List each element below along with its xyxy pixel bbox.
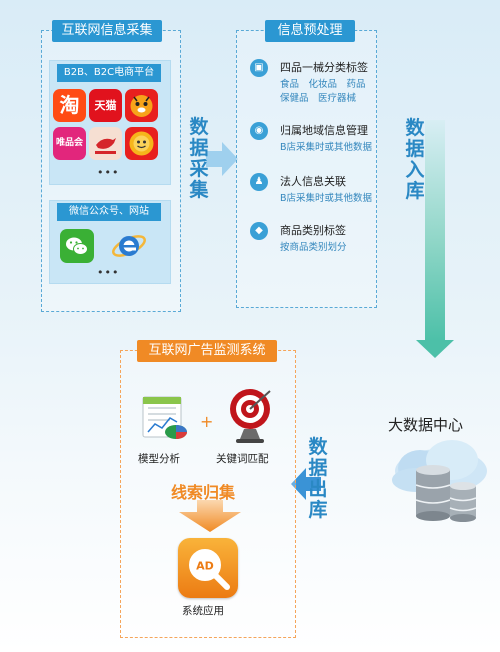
sun-app-icon [125, 127, 158, 160]
char: 据 [405, 138, 425, 160]
wechat-bubbles-icon [66, 237, 88, 255]
system-application-label: 系统应用 [182, 605, 224, 617]
item-sub: 食品 化妆品 药品 [280, 79, 366, 90]
item-title: 法人信息关联 [280, 175, 346, 188]
char: 数 [405, 117, 425, 139]
tag-bag-icon: ▣ [250, 59, 268, 77]
datacenter-label: 大数据中心 [388, 416, 464, 434]
ie-logo-icon [112, 235, 146, 257]
clue-collection-label: 线索归集 [171, 483, 236, 502]
data-collect-label: 数 据 采 集 [188, 117, 210, 201]
database-cylinder-large [415, 465, 451, 521]
tmall-icon: 天猫 [89, 89, 122, 122]
store-arrow-shaft [425, 120, 445, 342]
item-title: 商品类别标签 [280, 224, 346, 237]
item-sub: B店采集时或其他数据 [280, 142, 373, 153]
char: 库 [308, 499, 328, 521]
char: 据 [308, 457, 328, 479]
collect-arrow-icon [206, 142, 238, 176]
ecommerce-title: B2B、B2C电商平台 [57, 64, 161, 82]
ie-browser-icon [110, 227, 148, 265]
preprocess-item: ◉ 归属地域信息管理 B店采集时或其他数据 [250, 122, 375, 154]
tiger-app-icon [125, 89, 158, 122]
model-analysis-label: 模型分析 [138, 453, 180, 465]
vipshop-icon-label: 唯品会 [55, 138, 83, 148]
data-store-label: 数 据 入 库 [404, 118, 426, 202]
taobao-icon-label: 淘 [59, 93, 80, 117]
char: 集 [189, 179, 209, 201]
item-sub: 保健品 医疗器械 [280, 93, 357, 104]
tiger-face-icon [130, 95, 153, 117]
more-apps-dots: ••• [97, 166, 120, 179]
location-pin-icon: ◉ [250, 122, 268, 140]
preprocess-item: ♟ 法人信息关联 B店采集时或其他数据 [250, 173, 375, 205]
magnifier-icon: AD [189, 549, 230, 590]
taobao-icon: 淘 [53, 89, 86, 122]
item-title: 归属地域信息管理 [280, 124, 368, 137]
database-cylinder-small [449, 482, 477, 522]
bird-app-icon [89, 127, 122, 160]
target-keyword-icon [230, 389, 271, 443]
char: 据 [189, 137, 209, 159]
wechat-icon [60, 229, 94, 263]
char: 入 [405, 159, 425, 181]
preprocess-title: 信息预处理 [265, 20, 355, 42]
item-title: 四品一械分类标签 [280, 61, 368, 74]
item-sub: 按商品类别划分 [280, 242, 347, 253]
person-icon: ♟ [250, 173, 268, 191]
output-arrow-icon [291, 468, 321, 500]
store-arrow-icon [416, 340, 454, 358]
cloud-database-icon [392, 440, 487, 522]
bird-icon [95, 138, 116, 154]
char: 数 [308, 436, 328, 458]
more-sites-dots: ••• [97, 266, 120, 279]
ad-monitor-title: 互联网广告监测系统 [137, 340, 277, 362]
char: 采 [189, 158, 209, 180]
data-output-label: 数 据 出 库 [307, 437, 329, 521]
preprocess-item: ▣ 四品一械分类标签 食品 化妆品 药品 保健品 医疗器械 [250, 59, 375, 105]
sun-face-icon [129, 131, 154, 156]
info-collection-title: 互联网信息采集 [52, 20, 162, 42]
down-arrow-icon [179, 500, 241, 532]
ad-app-icon: AD [178, 538, 238, 598]
keyword-match-label: 关键词匹配 [216, 453, 269, 465]
item-sub: B店采集时或其他数据 [280, 193, 373, 204]
wechat-website-title: 微信公众号、网站 [57, 203, 161, 221]
tmall-icon-label: 天猫 [94, 99, 117, 112]
ad-text: AD [196, 560, 214, 573]
char: 出 [308, 478, 328, 500]
preprocess-item: ◆ 商品类别标签 按商品类别划分 [250, 222, 375, 254]
plus-sign: + [200, 412, 214, 431]
char: 库 [405, 180, 425, 202]
model-analysis-icon [142, 396, 187, 439]
char: 数 [189, 116, 209, 138]
vipshop-icon: 唯品会 [53, 127, 86, 160]
tag-icon: ◆ [250, 222, 268, 240]
